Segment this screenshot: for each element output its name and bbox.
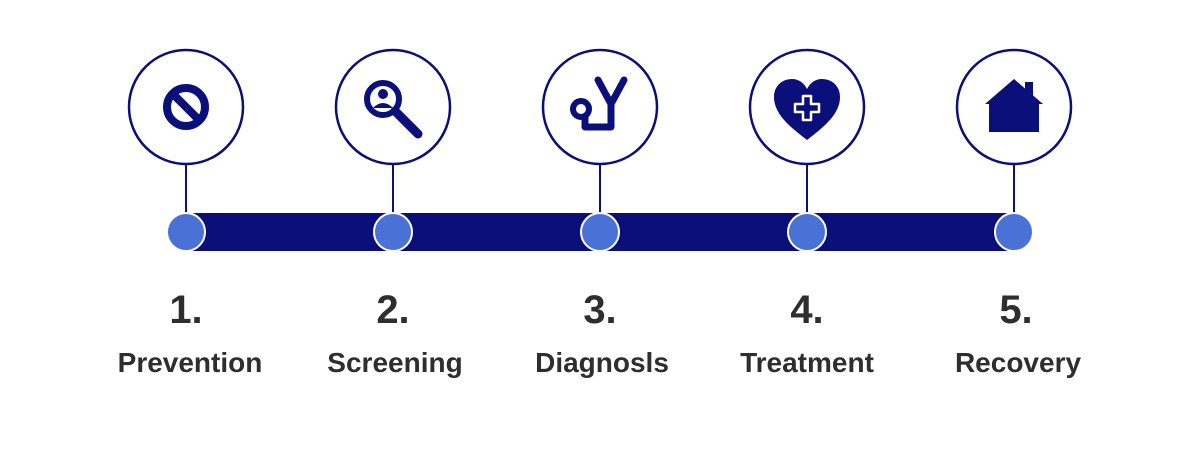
- step-label: Recovery: [955, 347, 1082, 378]
- step-label: Prevention: [118, 347, 263, 378]
- prohibited-icon: [163, 84, 209, 130]
- step-number: 4.: [790, 288, 823, 332]
- step-treatment: 4. Treatment: [740, 48, 874, 378]
- step-recovery: 5. Recovery: [955, 48, 1082, 378]
- step-label: Diagnosls: [535, 347, 669, 378]
- step-prevention: 1. Prevention: [118, 48, 263, 378]
- step-number: 3.: [583, 288, 616, 332]
- icon-circle: [541, 48, 659, 166]
- step-number: 1.: [169, 288, 202, 332]
- step-number: 5.: [999, 288, 1032, 332]
- step-screening: 2. Screening: [327, 48, 463, 378]
- timeline-node: [787, 212, 827, 252]
- step-diagnosis: 3. Diagnosls: [535, 48, 669, 378]
- timeline-node: [580, 212, 620, 252]
- heart-medical-cross-icon: [774, 79, 840, 140]
- timeline-node: [994, 212, 1034, 252]
- timeline-node: [166, 212, 206, 252]
- house-icon: [985, 79, 1043, 132]
- step-number: 2.: [376, 288, 409, 332]
- timeline-node: [373, 212, 413, 252]
- step-label: Screening: [327, 347, 462, 378]
- magnifier-person-icon: [364, 80, 423, 139]
- step-label: Treatment: [740, 347, 874, 378]
- stethoscope-icon: [570, 76, 628, 131]
